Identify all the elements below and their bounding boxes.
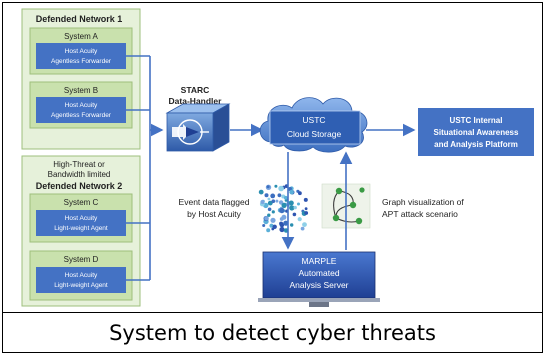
marple-line-2: Automated	[298, 268, 339, 278]
system-c-component-line-1: Host Acuity	[65, 215, 98, 222]
event-data-dot	[267, 200, 273, 206]
event-data-dot	[279, 222, 285, 228]
network-2-subtitle-line-2: Bandwidth limited	[48, 170, 111, 179]
marple-line-1: MARPLE	[302, 256, 337, 266]
event-data-dot	[292, 212, 297, 217]
event-data-dot	[271, 210, 275, 214]
event-data-dot	[289, 205, 295, 211]
system-c-label: System C	[64, 198, 99, 207]
defended-network-2: High-Threat or Bandwidth limited Defende…	[21, 155, 141, 307]
event-data-label: Event data flagged by Host Acuity	[179, 197, 250, 219]
event-data-dot	[289, 189, 294, 195]
event-data-dot	[302, 222, 307, 228]
starc-label-line-1: STARC	[181, 85, 210, 95]
event-data-dot	[262, 224, 266, 227]
system-d: System D Host Acuity Light-weight Agent	[29, 250, 133, 301]
event-data-dot	[288, 200, 294, 206]
architecture-diagram: Defended Network 1 System A Host Acuity …	[21, 8, 534, 307]
event-data-dot	[304, 207, 308, 211]
event-data-dot	[274, 184, 278, 188]
system-b-label: System B	[64, 86, 98, 95]
ustc-internal-platform: USTC Internal Situational Awareness and …	[418, 108, 534, 156]
system-d-component-line-1: Host Acuity	[65, 272, 98, 279]
ustc-cloud-storage: USTC Cloud Storage	[259, 97, 368, 153]
event-data-dot	[281, 202, 287, 208]
system-b: System B Host Acuity Agentless Forwarder	[29, 81, 133, 129]
event-data-dot	[264, 216, 269, 221]
event-data-dot	[271, 199, 276, 203]
system-a-component-line-2: Agentless Forwarder	[51, 58, 112, 65]
caption-divider	[2, 312, 543, 313]
event-label-line-1: Event data flagged	[179, 197, 250, 207]
network-1-title: Defended Network 1	[36, 14, 123, 24]
network-2-title: Defended Network 2	[36, 181, 123, 191]
event-data-dot	[279, 226, 285, 233]
marple-analysis-server: MARPLE Automated Analysis Server	[258, 251, 380, 307]
event-data-dot	[298, 191, 302, 196]
marple-monitor-base	[258, 298, 380, 302]
defended-network-1: Defended Network 1 System A Host Acuity …	[21, 8, 141, 150]
event-data-dot	[283, 195, 288, 200]
event-data-dot	[293, 205, 297, 210]
event-data-dot	[266, 228, 271, 233]
event-data-dot	[275, 199, 279, 203]
event-data-dot	[279, 207, 285, 214]
event-data-dot	[300, 226, 305, 231]
event-data-dot	[266, 185, 270, 189]
event-data-dot	[290, 223, 294, 227]
event-data-dot	[267, 207, 272, 212]
event-data-dot	[304, 211, 309, 215]
event-data-dot	[267, 197, 271, 201]
event-data-dot	[264, 193, 269, 198]
event-data-dot	[281, 214, 287, 220]
event-data-dot	[283, 220, 289, 226]
system-a-label: System A	[64, 32, 98, 41]
system-a: System A Host Acuity Agentless Forwarder	[29, 27, 133, 75]
system-d-component-line-2: Light-weight Agent	[54, 282, 108, 289]
system-c-component-line-2: Light-weight Agent	[54, 225, 108, 232]
event-data-dot	[278, 185, 284, 192]
platform-line-3: and Analysis Platform	[434, 140, 518, 149]
event-data-dot	[267, 213, 271, 217]
system-b-component-line-1: Host Acuity	[65, 102, 98, 109]
graph-visualization-label: Graph visualization of APT attack scenar…	[382, 197, 464, 219]
event-label-line-2: by Host Acuity	[187, 209, 242, 219]
marple-monitor-stand	[309, 302, 329, 307]
platform-line-1: USTC Internal	[450, 116, 503, 125]
cloud-label-line-1: USTC	[302, 115, 325, 125]
marple-line-3: Analysis Server	[289, 280, 348, 290]
system-d-label: System D	[64, 255, 99, 264]
event-data-scatter-icon	[258, 184, 309, 233]
event-data-dot	[258, 189, 264, 195]
event-data-dot	[270, 193, 276, 199]
system-d-component	[36, 267, 126, 293]
system-c-component	[36, 210, 126, 236]
event-data-dot	[272, 224, 277, 229]
event-data-dot	[278, 200, 284, 205]
starc-label-line-2: Data-Handler	[169, 96, 223, 106]
system-connectors	[126, 55, 164, 281]
event-data-dot	[297, 217, 302, 222]
system-b-component-line-2: Agentless Forwarder	[51, 112, 112, 119]
figure-caption: System to detect cyber threats	[109, 321, 436, 345]
system-a-component-line-1: Host Acuity	[65, 48, 98, 55]
event-data-dot	[277, 193, 282, 198]
network-2-subtitle-line-1: High-Threat or	[53, 160, 105, 169]
graph-label-line-2: APT attack scenario	[382, 209, 458, 219]
starc-data-handler: STARC Data-Handler	[165, 85, 231, 152]
graph-label-line-1: Graph visualization of	[382, 197, 464, 207]
platform-line-2: Situational Awareness	[434, 128, 519, 137]
system-b-component	[36, 97, 126, 123]
event-data-dot	[260, 199, 265, 205]
event-data-dot	[297, 202, 300, 206]
starc-funnel-icon	[172, 119, 209, 145]
event-data-dot	[270, 217, 276, 223]
cloud-label-line-2: Cloud Storage	[287, 129, 342, 139]
cloud-storage-panel	[269, 110, 361, 145]
event-data-dot	[303, 197, 308, 202]
system-c: System C Host Acuity Light-weight Agent	[29, 193, 133, 243]
system-a-component	[36, 43, 126, 69]
